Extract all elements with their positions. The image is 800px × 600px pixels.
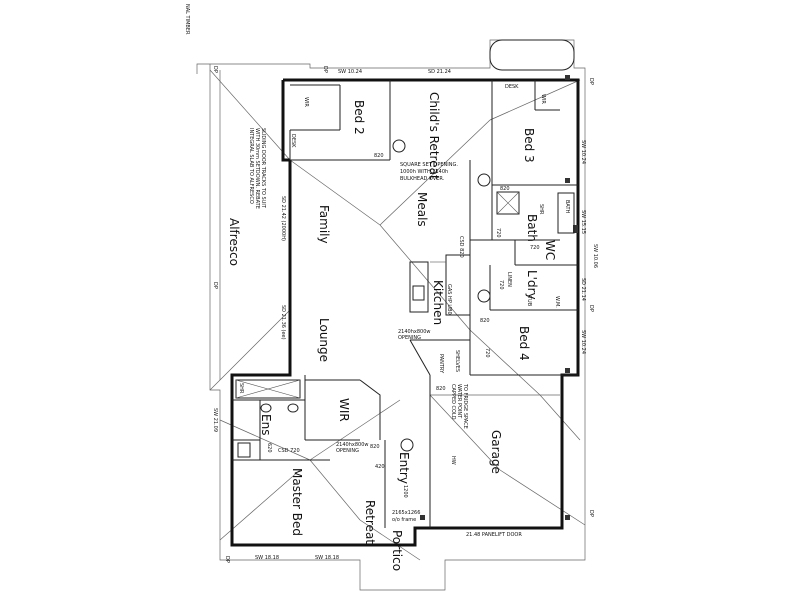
window-sw-1024-bed4: SW 10.24 [580, 330, 586, 354]
label-square-set-1: SQUARE SET OPENING. [400, 162, 458, 168]
room-alfresco: Alfresco [227, 218, 241, 266]
label-door-420: 420 [375, 464, 385, 470]
room-retreat: Retreat [363, 500, 377, 544]
room-meals: Meals [415, 192, 429, 227]
window-sw-1024-bed3: SW 10.24 [580, 140, 586, 164]
room-kitchen: Kitchen [431, 280, 445, 325]
hatched-columns [420, 75, 578, 520]
label-square-set-3: BULKHEAD OVER. [400, 176, 445, 182]
label-kitchen-appl: GAS HP UB0 [446, 284, 452, 315]
label-door-820-c: 820 [480, 318, 490, 324]
room-ens: Ens [259, 414, 273, 435]
label-sd-2136: SD 21.36 (ee) [280, 305, 286, 340]
label-shower: SHR [538, 204, 544, 215]
downpipes: DP DP DP DP DP DP DP [212, 66, 594, 563]
label-alfresco-note-3: SLIDING DOOR TRACKS TO SUIT [260, 128, 266, 209]
ensuite-fixtures [235, 379, 301, 458]
label-ens-shr: SHR [238, 383, 244, 394]
label-door-720-ldry: 720 [498, 280, 504, 290]
downpipe-5: DP [588, 510, 594, 517]
room-bed3: Bed 3 [522, 128, 536, 163]
window-sw-1818-a: SW 18.18 [255, 555, 279, 561]
interior-walls [232, 80, 578, 528]
window-sw-2109: SW 21.09 [212, 408, 218, 432]
label-door-720-wir: 720 [484, 348, 490, 358]
label-wm: W.M. [554, 296, 560, 308]
label-door-720-bath: 720 [495, 228, 501, 238]
label-alfresco-note-2: WITH 30mm SETDOWN. REBATE [254, 128, 260, 209]
room-entry: Entry [397, 452, 411, 484]
label-door-820-a: 820 [374, 153, 384, 159]
kitchen-bench [409, 254, 471, 316]
label-pantry: PANTRY [438, 354, 444, 374]
downpipe-6: DP [212, 282, 218, 289]
room-childs-retreat: Child's Retreat [427, 92, 441, 180]
label-desk-bed3: DESK [505, 84, 519, 90]
label-square-set-2: 1000h WITH 2140h [400, 169, 448, 175]
label-door-720-wc: 720 [530, 245, 540, 251]
room-bath: Bath [525, 214, 539, 242]
label-tub: TUB [526, 295, 532, 307]
label-opening-master-2: OPENING [336, 448, 359, 454]
downpipe-1: DP [212, 66, 218, 73]
label-opening-1: 2140hx800w [398, 329, 431, 335]
window-sd-2124-top: SD 21.24 [428, 69, 451, 75]
window-sw-1024-top: SW 10.24 [338, 69, 362, 75]
label-shelves: SHELVES [454, 350, 460, 372]
room-portico: Portico [390, 530, 404, 571]
roof-outline [196, 39, 586, 591]
label-opening-master-1: 2140hx800w [336, 442, 369, 448]
downpipe-3: DP [588, 78, 594, 85]
label-shelf-1200: 1200 [402, 485, 408, 498]
label-csd-720: CSD 720 [278, 448, 300, 454]
label-bath-tub: BATH [564, 200, 570, 214]
ceiling-fans [392, 139, 491, 452]
bath-fixtures [496, 191, 575, 234]
label-wir-bed3: WIR [540, 94, 546, 104]
room-bed4: Bed 4 [517, 326, 531, 361]
window-sw-1006: SW 10.06 [592, 244, 598, 268]
margin-note: NAL TIMBER [184, 4, 190, 35]
room-labels: Bed 2 Child's Retreat Bed 3 Alfresco Fam… [227, 92, 557, 571]
label-capped-2: WATER POINT [456, 384, 462, 419]
label-opening-2: OPENING [398, 335, 421, 341]
label-capped-1: CAPPED COLD [450, 384, 456, 420]
room-lounge: Lounge [317, 318, 331, 362]
bath-tub-top [489, 39, 575, 71]
room-family: Family [317, 205, 331, 244]
downpipe-7: DP [224, 556, 230, 563]
label-linen: LINEN [506, 272, 512, 287]
room-wc: WC [543, 240, 557, 260]
downpipe-2: DP [322, 66, 328, 73]
room-bed2: Bed 2 [352, 100, 366, 135]
label-door-820-e: 820 [370, 444, 380, 450]
annotations: WIR DESK DESK WIR 820 820 820 820 820 72… [238, 84, 570, 538]
label-door-620: 620 [266, 443, 272, 453]
label-csd-820: CSD 820 [458, 236, 464, 258]
label-wir-bed2: WIR [303, 97, 309, 107]
window-sd-2114: SD 21.14 [580, 278, 586, 301]
label-door-820-d: 820 [436, 386, 446, 392]
label-hw: HW [450, 456, 456, 465]
downpipe-4: DP [588, 305, 594, 312]
room-garage: Garage [489, 430, 503, 474]
label-sd-2142: SD 21.42 (2000H) [280, 196, 286, 241]
room-wir-master: WIR [337, 398, 351, 422]
label-desk-bed2: DESK [290, 134, 296, 148]
label-capped-3: TO FRIDGE SPACE [462, 383, 468, 429]
window-labels: SW 10.24 SD 21.24 SW 10.24 SW 15.15 SW 1… [212, 69, 598, 561]
label-garage-door: 21.48 PANELIFT DOOR [466, 532, 522, 538]
room-laundry: L'dry [525, 270, 539, 300]
room-master-bed: Master Bed [290, 468, 304, 536]
window-sw-1515: SW 15.15 [580, 210, 586, 234]
label-window-2165: 2165x1266 [392, 510, 420, 516]
label-window-2165b: o/o frame [392, 517, 416, 523]
label-alfresco-note-1: INTEGRAL SLAB TO ALFRESCO [248, 128, 254, 204]
label-door-820-b: 820 [500, 186, 510, 192]
window-sw-1818-b: SW 18.18 [315, 555, 339, 561]
